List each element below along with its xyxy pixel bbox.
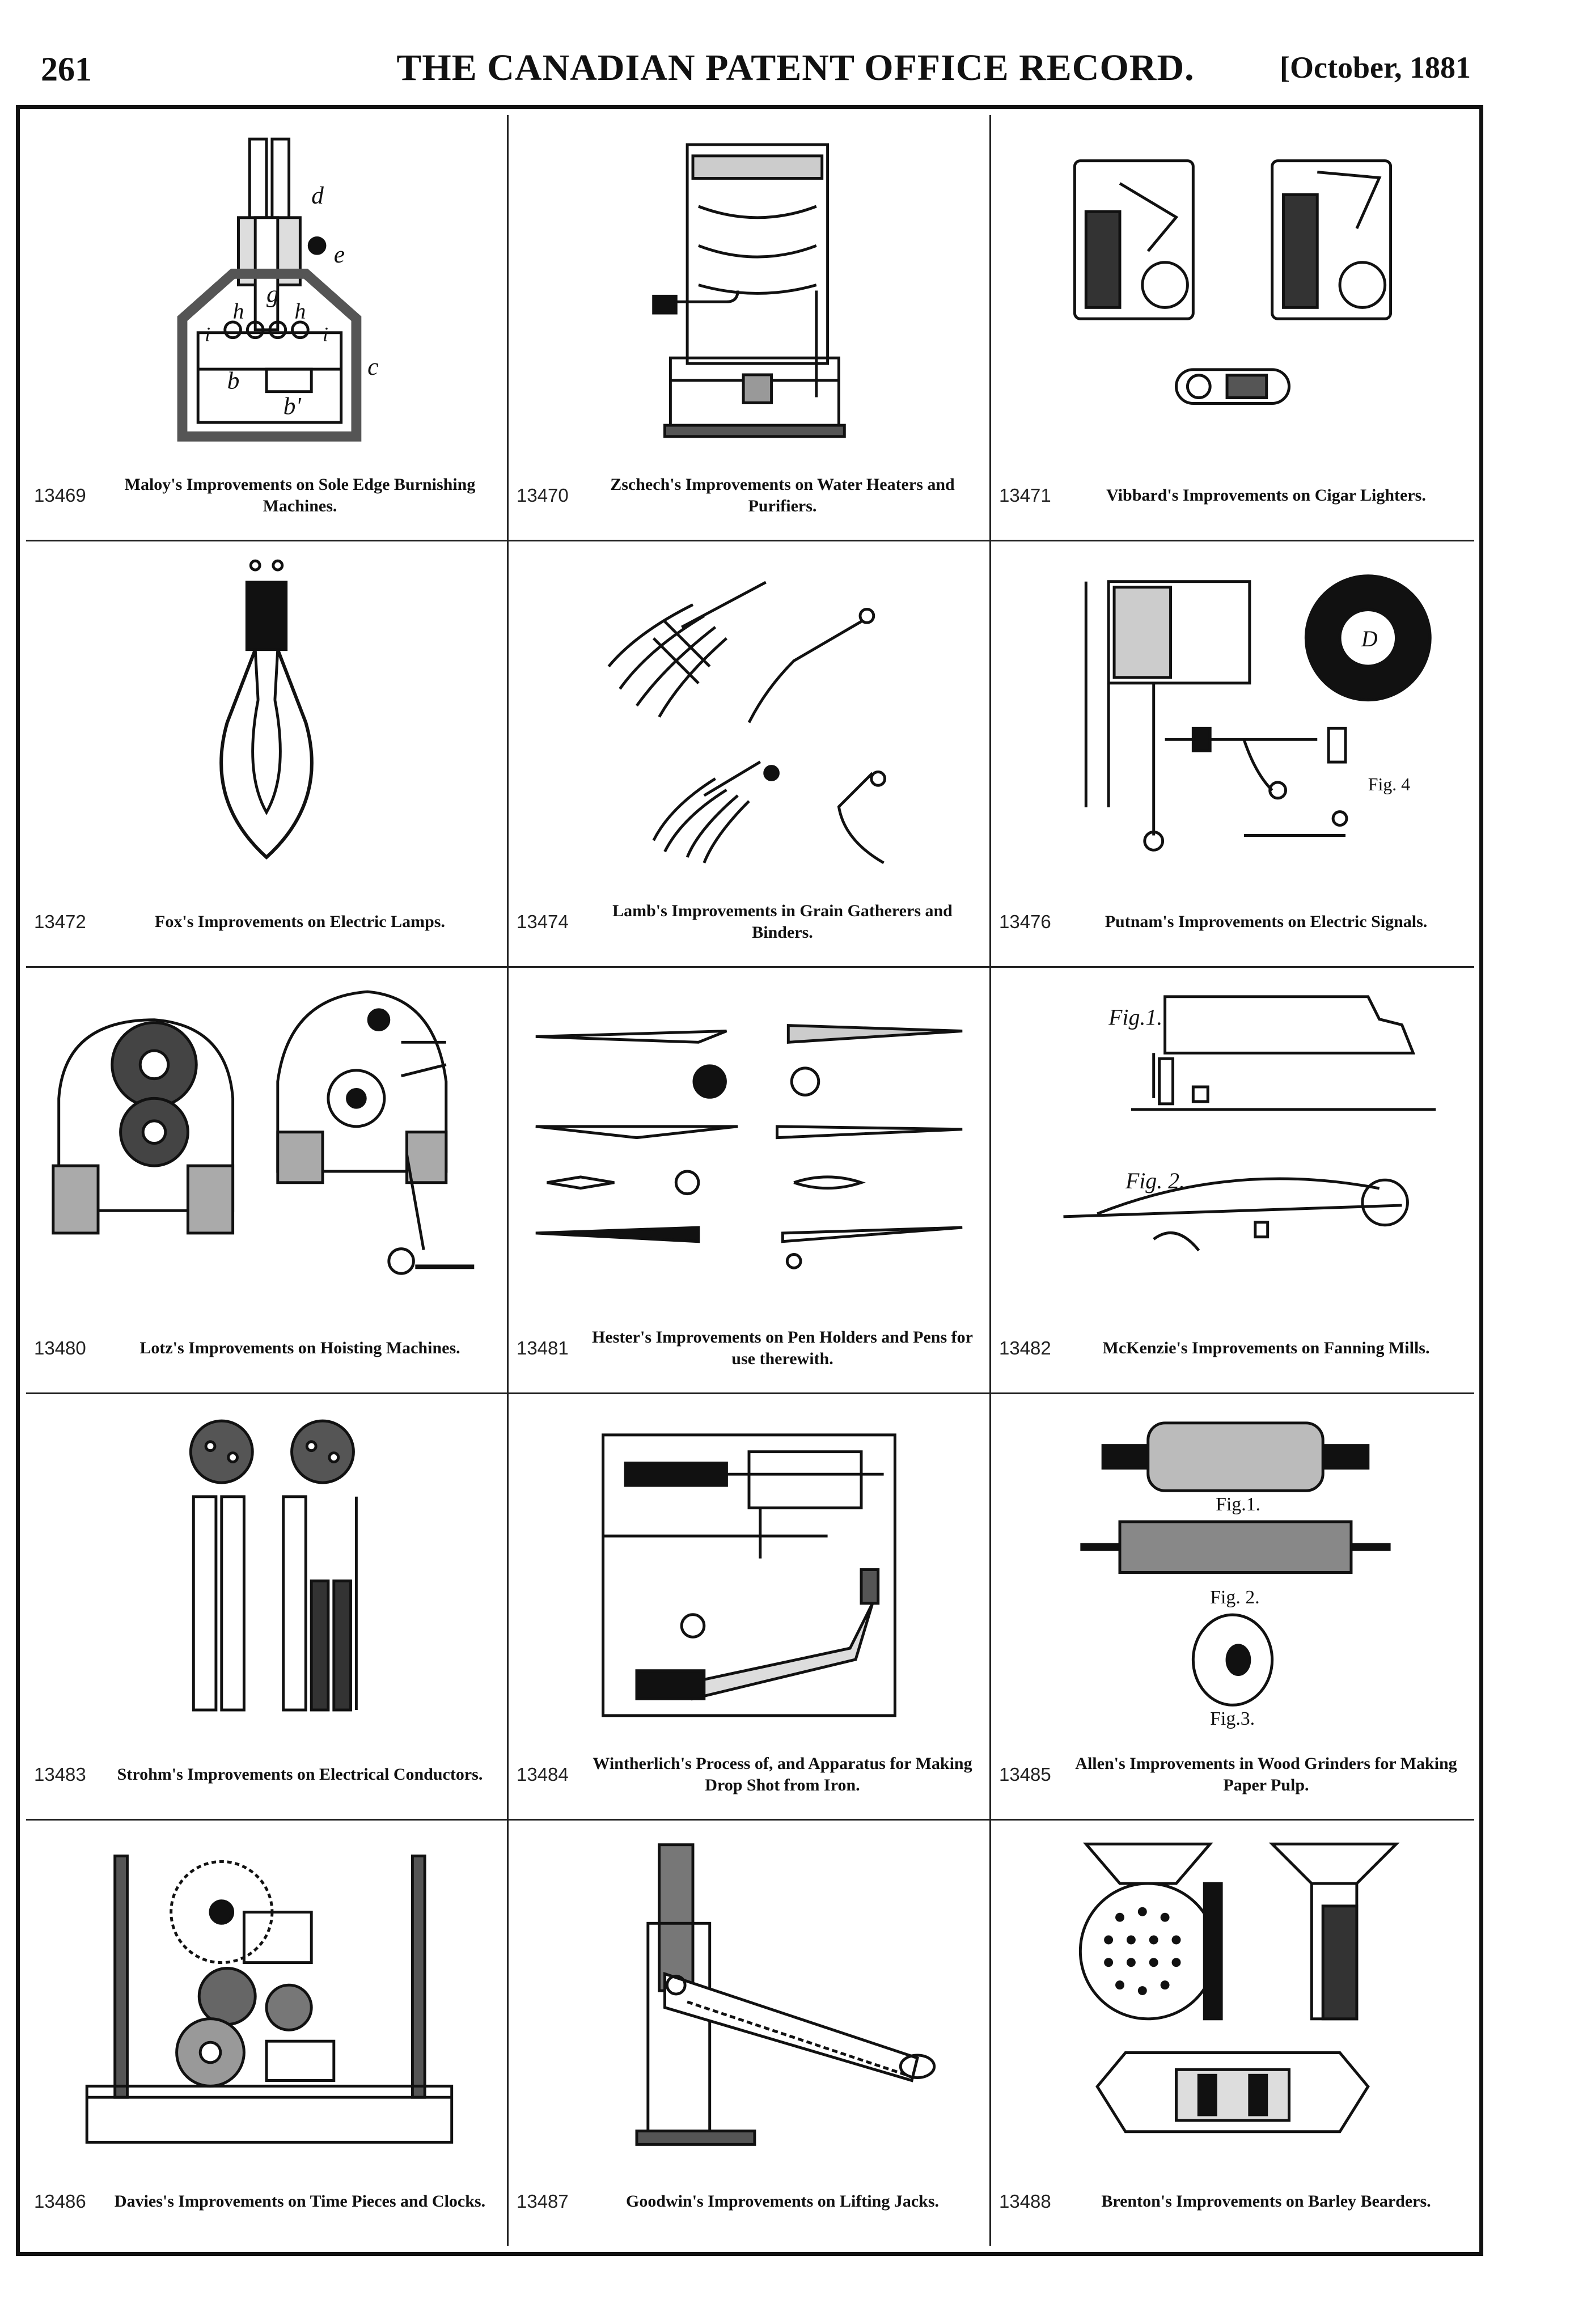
patent-caption: 13485 Allen's Improvements in Wood Grind…	[999, 1741, 1466, 1809]
patent-caption: 13474 Lamb's Improvements in Grain Gathe…	[517, 888, 981, 956]
patent-cell: d e g h h i i b b' c 13469 Maloy's Impro…	[26, 115, 509, 541]
patent-title: Goodwin's Improvements on Lifting Jacks.	[625, 2192, 939, 2211]
patent-number: 13485	[999, 1764, 1051, 1785]
label-fig2: Fig. 2.	[1210, 1587, 1259, 1608]
page-number: 261	[41, 50, 92, 88]
signal-device-icon: D Fig. 4	[1007, 553, 1458, 881]
patent-number: 13484	[517, 1764, 569, 1785]
patent-title: Lamb's Improvements in Grain Gatherers a…	[612, 901, 953, 942]
patent-title: Vibbard's Improvements on Cigar Lighters…	[1106, 486, 1426, 505]
patent-caption: 13483 Strohm's Improvements on Electrica…	[34, 1741, 499, 1809]
patent-number: 13471	[999, 485, 1051, 506]
patent-cell: 13480 Lotz's Improvements on Hoisting Ma…	[26, 968, 509, 1394]
patent-caption: 13482 McKenzie's Improvements on Fanning…	[999, 1314, 1466, 1382]
patent-cell: 13474 Lamb's Improvements in Grain Gathe…	[509, 541, 991, 968]
patent-number: 13481	[517, 1337, 569, 1358]
label-c: c	[367, 353, 378, 380]
patent-title: Lotz's Improvements on Hoisting Machines…	[139, 1339, 460, 1357]
drop-shot-apparatus-icon	[524, 1406, 974, 1734]
fanning-mill-icon: Fig.1. Fig. 2.	[1007, 979, 1458, 1307]
label-b: b	[227, 367, 240, 395]
clockwork-icon	[42, 1832, 491, 2161]
patent-cell: 13486 Davies's Improvements on Time Piec…	[26, 1821, 509, 2246]
patent-title: McKenzie's Improvements on Fanning Mills…	[1102, 1339, 1430, 1357]
patent-caption: 13471 Vibbard's Improvements on Cigar Li…	[999, 462, 1466, 530]
patent-title: Zschech's Improvements on Water Heaters …	[610, 475, 955, 515]
patent-cell: Fig.1. Fig. 2. 13482 McKenzie's Improvem…	[991, 968, 1474, 1394]
issue-date: [October, 1881	[1280, 50, 1471, 84]
patent-cell: 13472 Fox's Improvements on Electric Lam…	[26, 541, 509, 968]
page-frame	[16, 105, 1483, 2256]
cigar-lighter-icon	[1007, 126, 1458, 455]
patent-number: 13476	[999, 911, 1051, 932]
label-h2: h	[295, 299, 306, 324]
patent-cell: 13487 Goodwin's Improvements on Lifting …	[509, 1821, 991, 2246]
patent-number: 13488	[999, 2191, 1051, 2212]
patent-cell: 13488 Brenton's Improvements on Barley B…	[991, 1821, 1474, 2246]
patent-number: 13474	[517, 911, 569, 932]
label-h: h	[233, 299, 244, 324]
patent-caption: 13484 Wintherlich's Process of, and Appa…	[517, 1741, 981, 1809]
patent-title: Maloy's Improvements on Sole Edge Burnis…	[124, 475, 476, 515]
patent-figure-grid: d e g h h i i b b' c 13469 Maloy's Impro…	[26, 115, 1474, 2246]
patent-number: 13480	[34, 1337, 86, 1358]
patent-title: Wintherlich's Process of, and Apparatus …	[593, 1754, 972, 1794]
patent-caption: 13488 Brenton's Improvements on Barley B…	[999, 2168, 1466, 2236]
patent-number: 13482	[999, 1337, 1051, 1358]
patent-title: Strohm's Improvements on Electrical Cond…	[117, 1765, 483, 1784]
label-e: e	[334, 241, 345, 268]
patent-caption: 13486 Davies's Improvements on Time Piec…	[34, 2168, 499, 2236]
patent-number: 13483	[34, 1764, 86, 1785]
patent-title: Allen's Improvements in Wood Grinders fo…	[1075, 1754, 1457, 1794]
lifting-jack-icon	[524, 1832, 974, 2161]
lamp-icon	[42, 553, 491, 881]
patent-cell: 13483 Strohm's Improvements on Electrica…	[26, 1394, 509, 1821]
label-g: g	[266, 280, 279, 307]
label-fig3: Fig.3.	[1210, 1708, 1255, 1729]
patent-number: 13487	[517, 2191, 569, 2212]
page-header: 261 THE CANADIAN PATENT OFFICE RECORD. […	[0, 0, 1591, 108]
patent-number: 13469	[34, 485, 86, 506]
patent-caption: 13472 Fox's Improvements on Electric Lam…	[34, 888, 499, 956]
patent-title: Davies's Improvements on Time Pieces and…	[114, 2192, 486, 2211]
label-b-prime: b'	[283, 392, 302, 420]
patent-caption: 13469 Maloy's Improvements on Sole Edge …	[34, 462, 499, 530]
patent-cell: 13471 Vibbard's Improvements on Cigar Li…	[991, 115, 1474, 541]
patent-caption: 13481 Hester's Improvements on Pen Holde…	[517, 1314, 981, 1382]
label-i: i	[205, 323, 210, 346]
label-d: d	[311, 182, 324, 209]
patent-number: 13472	[34, 911, 86, 932]
barley-bearder-icon	[1007, 1832, 1458, 2161]
patent-caption: 13487 Goodwin's Improvements on Lifting …	[517, 2168, 981, 2236]
patent-title: Putnam's Improvements on Electric Signal…	[1105, 912, 1428, 931]
pen-holder-icon	[524, 979, 974, 1307]
patent-title: Brenton's Improvements on Barley Bearder…	[1101, 2192, 1431, 2211]
label-fig1: Fig.1.	[1216, 1494, 1260, 1515]
conductor-icon	[42, 1406, 491, 1734]
patent-cell: 13484 Wintherlich's Process of, and Appa…	[509, 1394, 991, 1821]
patent-number: 13486	[34, 2191, 86, 2212]
patent-number: 13470	[517, 485, 569, 506]
burnishing-tool-icon: d e g h h i i b b' c	[42, 126, 491, 455]
patent-caption: 13480 Lotz's Improvements on Hoisting Ma…	[34, 1314, 499, 1382]
patent-cell: 13470 Zschech's Improvements on Water He…	[509, 115, 991, 541]
label-fig4: Fig. 4	[1368, 774, 1410, 794]
label-i2: i	[323, 323, 328, 346]
grain-gatherer-icon	[524, 553, 974, 881]
patent-caption: 13476 Putnam's Improvements on Electric …	[999, 888, 1466, 956]
label-disc: D	[1361, 626, 1378, 651]
patent-title: Hester's Improvements on Pen Holders and…	[592, 1328, 973, 1368]
hoisting-machine-icon	[42, 979, 491, 1307]
patent-cell: Fig.1. Fig. 2. Fig.3. 13485 Allen's Impr…	[991, 1394, 1474, 1821]
patent-cell: D Fig. 4 13476 Putnam's Improvements on …	[991, 541, 1474, 968]
journal-title: THE CANADIAN PATENT OFFICE RECORD.	[396, 47, 1195, 88]
water-heater-icon	[524, 126, 974, 455]
wood-grinder-icon: Fig.1. Fig. 2. Fig.3.	[1007, 1406, 1458, 1734]
label-fig1: Fig.1.	[1108, 1005, 1162, 1030]
patent-cell: 13481 Hester's Improvements on Pen Holde…	[509, 968, 991, 1394]
patent-caption: 13470 Zschech's Improvements on Water He…	[517, 462, 981, 530]
patent-title: Fox's Improvements on Electric Lamps.	[155, 912, 445, 931]
